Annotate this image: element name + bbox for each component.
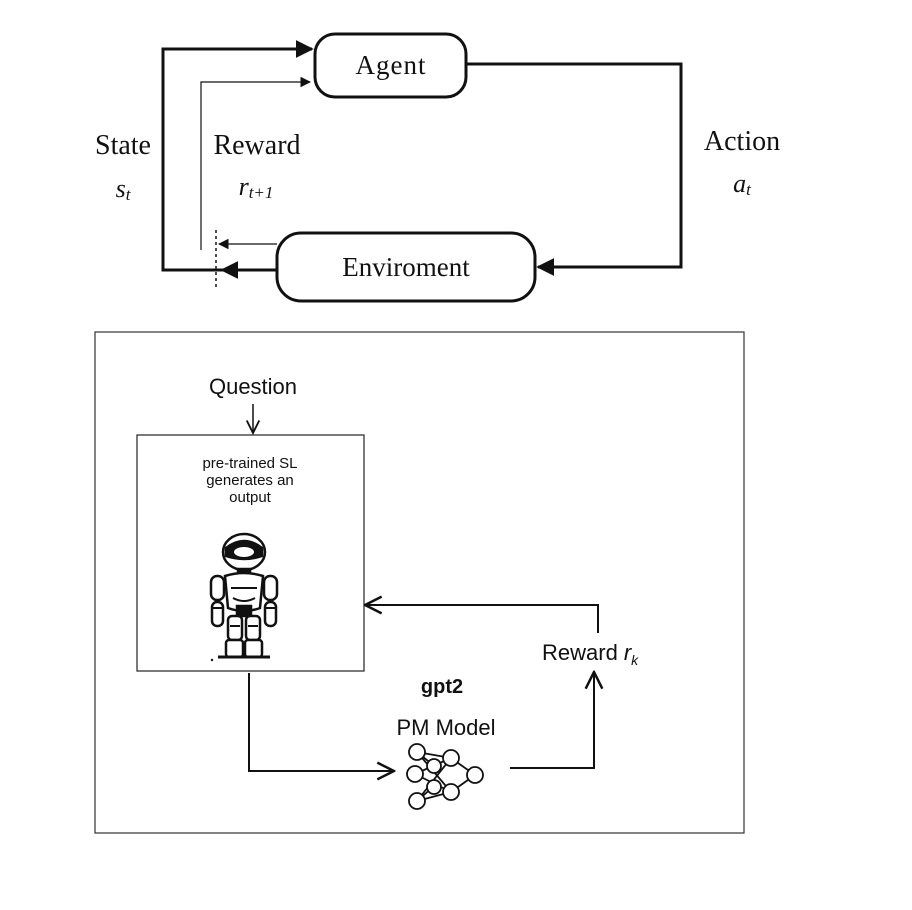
environment-node: Enviroment bbox=[275, 231, 537, 303]
reward-symbol: rt+1 bbox=[239, 172, 274, 202]
state-label: State bbox=[95, 130, 151, 161]
pm-model-label: PM Model bbox=[396, 715, 495, 740]
reward-to-sl-arrow bbox=[365, 605, 599, 633]
reward-label: Reward bbox=[213, 130, 300, 161]
question-label: Question bbox=[209, 374, 297, 399]
sl-model-text-line-2: generates an bbox=[206, 472, 294, 489]
action-symbol: at bbox=[733, 169, 752, 199]
action-label: Action bbox=[704, 126, 780, 157]
sl-model-node: pre-trained SL generates an output bbox=[136, 434, 365, 672]
environment-box bbox=[275, 231, 537, 303]
state-symbol: st bbox=[116, 174, 132, 204]
sl-to-pm-arrow bbox=[248, 673, 394, 771]
rlhf-panel: Question pre-trained SL generates an out… bbox=[94, 331, 745, 834]
sl-model-text-line-3: output bbox=[229, 489, 272, 506]
pm-brand-label: gpt2 bbox=[421, 676, 463, 698]
agent-node: Agent bbox=[313, 32, 468, 99]
neural-network-icon bbox=[406, 743, 484, 810]
action-arrow bbox=[466, 62, 683, 276]
reward-arrow bbox=[200, 76, 312, 250]
state-arrow bbox=[161, 40, 314, 272]
sl-model-text-line-1: pre-trained SL bbox=[202, 455, 297, 472]
rl-loop: Agent Enviroment State st Reward rt+1 Ac… bbox=[95, 32, 780, 303]
robot-icon bbox=[209, 532, 279, 662]
agent-label: Agent bbox=[356, 50, 427, 80]
pm-to-reward-arrow bbox=[510, 672, 594, 769]
environment-label: Enviroment bbox=[342, 252, 470, 282]
pm-model-node: gpt2 PM Model bbox=[396, 676, 496, 810]
